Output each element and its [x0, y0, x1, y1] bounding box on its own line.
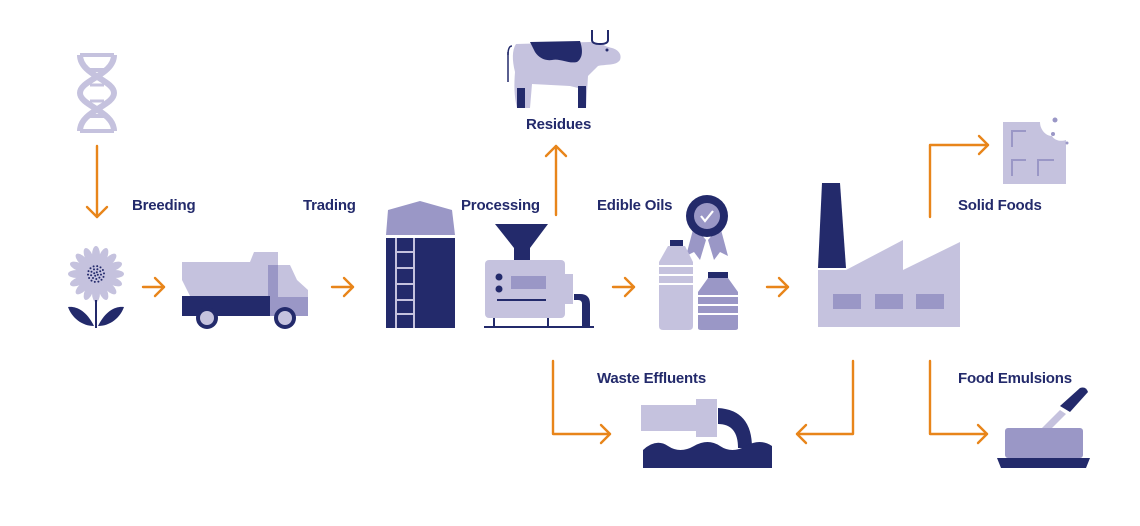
sunflower-petal — [69, 261, 87, 272]
arrow-factory-to-solid-foods — [928, 134, 990, 219]
label-food-emulsions: Food Emulsions — [958, 370, 1072, 387]
arrow-press-to-oils — [611, 276, 636, 298]
sunflower-seed — [100, 278, 103, 281]
sunflower-seed — [96, 268, 99, 271]
arrow-press-to-effluents — [551, 359, 612, 445]
sunflower-petal — [102, 280, 117, 295]
label-residues: Residues — [526, 116, 592, 133]
sunflower-seed — [100, 273, 102, 276]
label-processing: Processing — [461, 197, 540, 214]
label-waste-effluents: Waste Effluents — [597, 370, 706, 387]
sunflower-seed — [89, 267, 92, 270]
sunflower-seed — [90, 279, 93, 282]
sunflower-seed — [97, 280, 100, 283]
sunflower-petal — [68, 270, 86, 278]
sunflower-petal — [106, 270, 124, 278]
sunflower-seed — [98, 276, 101, 279]
dna-icon — [76, 53, 118, 133]
label-solid-foods: Solid Foods — [958, 197, 1042, 214]
sunflower-petal — [83, 283, 94, 301]
sunflower-seed — [90, 270, 93, 273]
cow-icon — [507, 30, 621, 108]
label-trading: Trading — [303, 197, 356, 214]
sunflower-petal — [105, 276, 123, 287]
sunflower-petal — [105, 261, 123, 272]
factory-icon — [818, 183, 960, 327]
effluent-pipe-icon — [641, 399, 772, 468]
sunflower-petal — [83, 247, 94, 265]
sunflower-seed — [99, 266, 102, 269]
sunflower-seed — [92, 277, 94, 279]
sunflower-petal — [98, 247, 109, 265]
oil-bottles-icon — [659, 195, 738, 330]
arrow-truck-to-silo — [330, 276, 355, 298]
sunflower-petal — [69, 276, 87, 287]
arrow-oils-to-factory — [765, 276, 790, 298]
label-breeding: Breeding — [132, 197, 196, 214]
sunflower-seed — [92, 265, 95, 268]
arrow-factory-to-effluents — [795, 359, 855, 445]
sunflower-petal — [75, 253, 90, 268]
sunflower-seed — [101, 269, 104, 271]
sunflower-seed — [96, 265, 99, 268]
butter-dish-icon — [997, 387, 1090, 468]
arrow-sunflower-to-truck — [141, 276, 166, 298]
arrow-factory-to-emulsions — [928, 359, 989, 445]
press-machine-icon — [484, 224, 594, 328]
sunflower-petal — [92, 246, 100, 264]
sunflower-petal — [102, 253, 117, 268]
chocolate-bar-icon — [1003, 117, 1069, 184]
arrow-dna-to-sunflower — [85, 144, 109, 219]
sunflower-seed — [103, 272, 105, 275]
sunflower-seed — [88, 277, 91, 279]
sunflower-seed — [93, 272, 96, 275]
sunflower-petal — [75, 280, 90, 295]
sunflower-icon — [68, 246, 124, 328]
sunflower-seed — [93, 280, 96, 283]
silo-icon — [386, 201, 455, 328]
sunflower-seed — [87, 273, 89, 276]
sunflower-seed — [99, 270, 102, 273]
sunflower-seed — [95, 271, 98, 274]
sunflower-petal — [92, 284, 100, 302]
sunflower-seed — [95, 278, 98, 280]
sunflower-seed — [96, 273, 99, 276]
arrow-press-to-residues — [544, 144, 568, 217]
truck-icon — [182, 252, 308, 329]
sunflower-seed — [94, 274, 97, 277]
sunflower-seed — [93, 268, 95, 271]
sunflower-petal — [98, 283, 109, 301]
sunflower-seed — [90, 274, 93, 277]
sunflower-seed — [87, 270, 90, 273]
label-edible-oils: Edible Oils — [597, 197, 673, 214]
sunflower-seed — [102, 275, 105, 278]
